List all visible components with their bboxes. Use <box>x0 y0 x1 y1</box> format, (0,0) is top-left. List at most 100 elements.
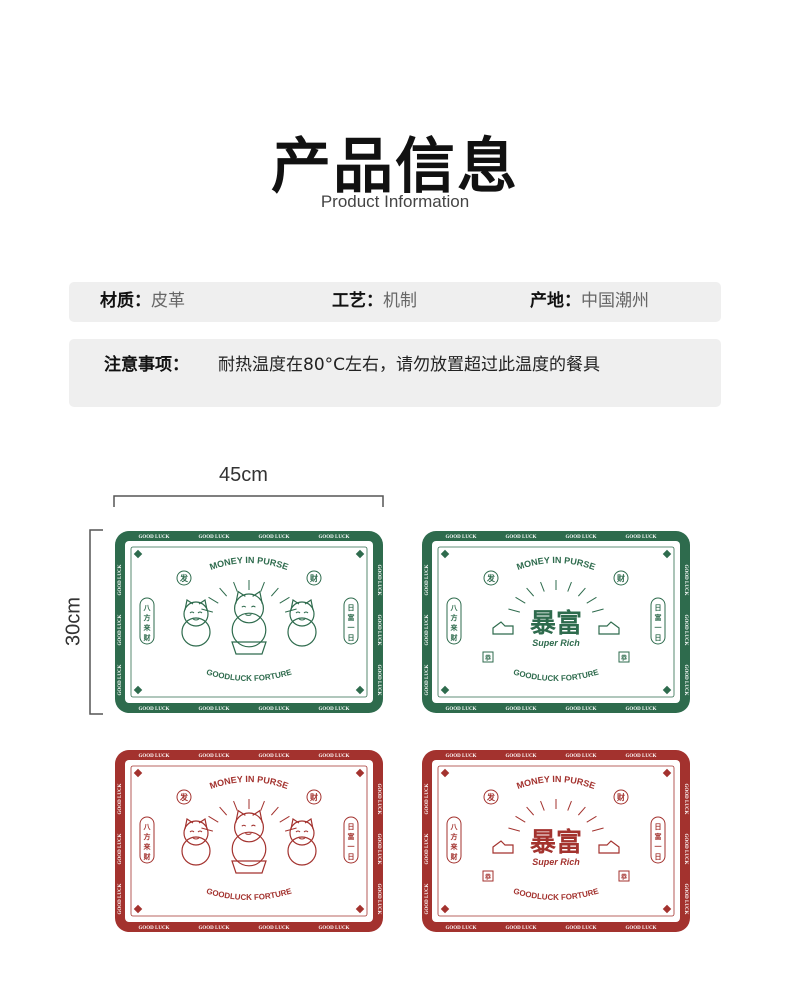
sun-ray <box>567 800 572 811</box>
border-text-bottom: GOOD LUCK <box>319 926 350 931</box>
seal-right-char: 富 <box>655 613 662 622</box>
border-text-bottom: GOOD LUCK <box>319 707 350 712</box>
sun-ray <box>233 800 238 811</box>
spec-material-value: 皮革 <box>151 291 185 311</box>
placemat-green-rich: GOOD LUCK GOOD LUCK GOOD LUCK GOOD LUCK GOOD… <box>422 531 690 713</box>
seal-right-char: 富 <box>655 832 662 841</box>
placemat-red-cats: GOOD LUCK GOOD LUCK GOOD LUCK GOOD LUCK GOOD… <box>115 750 383 932</box>
cat-ears <box>235 809 263 823</box>
border-text-top: GOOD LUCK <box>626 535 657 540</box>
seal-right-frame <box>343 816 359 864</box>
corner-seal-left-char: 恭 <box>484 873 492 881</box>
border-text-top: GOOD LUCK <box>259 754 290 759</box>
corner-seal-right-char: 恭 <box>620 873 628 881</box>
border-text-right: GOOD LUCK <box>376 784 381 815</box>
spec-origin-value: 中国潮州 <box>581 291 649 311</box>
seal-char-right: 财 <box>616 573 625 583</box>
border-text-left: GOOD LUCK <box>425 783 430 814</box>
sun-ray <box>260 800 265 811</box>
sun-ray <box>260 581 265 592</box>
border-text-right: GOOD LUCK <box>683 784 688 815</box>
cat-face <box>295 830 309 840</box>
spec-material: 材质：皮革 <box>100 290 185 312</box>
thumb-icon-left <box>492 840 514 854</box>
seal-right-frame <box>650 597 666 645</box>
seal-char-left: 发 <box>179 792 189 802</box>
seal-circle <box>176 570 192 586</box>
seal-char-left: 发 <box>486 792 496 802</box>
mat-inner-line <box>130 546 368 698</box>
cat-face <box>295 611 309 621</box>
cat-ears <box>290 818 314 830</box>
seal-left-frame <box>139 597 155 645</box>
seal-right-frame <box>343 597 359 645</box>
mat-field <box>125 760 373 922</box>
spec-material-key: 材质： <box>100 291 151 311</box>
border-text-right: GOOD LUCK <box>376 565 381 596</box>
seal-left-char: 八 <box>143 604 152 612</box>
sun-ray <box>526 806 535 816</box>
seal-left-char: 八 <box>143 823 152 831</box>
seal-right-char: 一 <box>655 844 662 851</box>
seal-right-frame <box>650 816 666 864</box>
border-text-bottom: GOOD LUCK <box>506 926 537 931</box>
border-text-left: GOOD LUCK <box>118 664 123 695</box>
seal-char-right: 财 <box>616 792 625 802</box>
border-text-top: GOOD LUCK <box>506 535 537 540</box>
spec-bar: 材质：皮革 工艺：机制 产地：中国潮州 <box>69 282 721 322</box>
border-text-bottom: GOOD LUCK <box>626 707 657 712</box>
spec-craft-key: 工艺： <box>332 291 383 311</box>
sun-ray <box>526 587 535 597</box>
mat-inner-line <box>437 765 675 917</box>
border-text-bottom: GOOD LUCK <box>139 926 170 931</box>
sun-ray <box>586 596 597 604</box>
sun-ray <box>577 806 586 816</box>
sun-ray <box>592 608 604 613</box>
seal-circle <box>613 789 629 805</box>
seal-char-right: 财 <box>309 573 318 583</box>
border-text-bottom: GOOD LUCK <box>566 926 597 931</box>
border-text-bottom: GOOD LUCK <box>259 926 290 931</box>
cat-ears <box>290 599 314 611</box>
border-text-right: GOOD LUCK <box>683 665 688 696</box>
border-text-left: GOOD LUCK <box>118 614 123 645</box>
border-text-top: GOOD LUCK <box>139 754 170 759</box>
main-title-en: Super Rich <box>532 638 580 648</box>
border-text-bottom: GOOD LUCK <box>446 707 477 712</box>
sun-ray <box>592 827 604 832</box>
seal-left-char: 方 <box>451 613 458 622</box>
border-text-top: GOOD LUCK <box>566 535 597 540</box>
border-text-top: GOOD LUCK <box>626 754 657 759</box>
seal-right-char: 日 <box>655 604 662 612</box>
seal-left-frame <box>446 597 462 645</box>
main-title-cn: 暴富 <box>530 827 582 858</box>
sun-ray <box>219 806 228 816</box>
note-value: 耐热温度在80°C左右，请勿放置超过此温度的餐具 <box>218 355 601 375</box>
border-text-left: GOOD LUCK <box>118 883 123 914</box>
main-title-en: Super Rich <box>532 857 580 867</box>
seal-right-char: 富 <box>348 832 355 841</box>
sun-ray <box>540 581 545 592</box>
border-text-right: GOOD LUCK <box>683 615 688 646</box>
cat-face <box>241 824 256 835</box>
spec-craft-value: 机制 <box>383 291 417 311</box>
sun-ray <box>577 587 586 597</box>
border-text-left: GOOD LUCK <box>425 833 430 864</box>
border-text-right: GOOD LUCK <box>376 834 381 865</box>
seal-left-frame <box>446 816 462 864</box>
seal-left-char: 财 <box>143 633 151 642</box>
sun-ray <box>270 587 279 597</box>
sun-ray <box>279 815 290 823</box>
sun-ray <box>233 581 238 592</box>
border-text-top: GOOD LUCK <box>446 535 477 540</box>
seal-char-right: 财 <box>309 792 318 802</box>
seal-left-char: 财 <box>450 852 458 861</box>
border-text-top: GOOD LUCK <box>319 535 350 540</box>
thumb-icon-right <box>598 840 620 854</box>
corner-seal-left <box>482 651 494 663</box>
seal-right-char: 日 <box>348 823 355 831</box>
mat-inner-line <box>130 765 368 917</box>
spec-craft: 工艺：机制 <box>332 290 417 312</box>
cat-face <box>189 611 203 621</box>
corner-seal-right <box>618 870 630 882</box>
